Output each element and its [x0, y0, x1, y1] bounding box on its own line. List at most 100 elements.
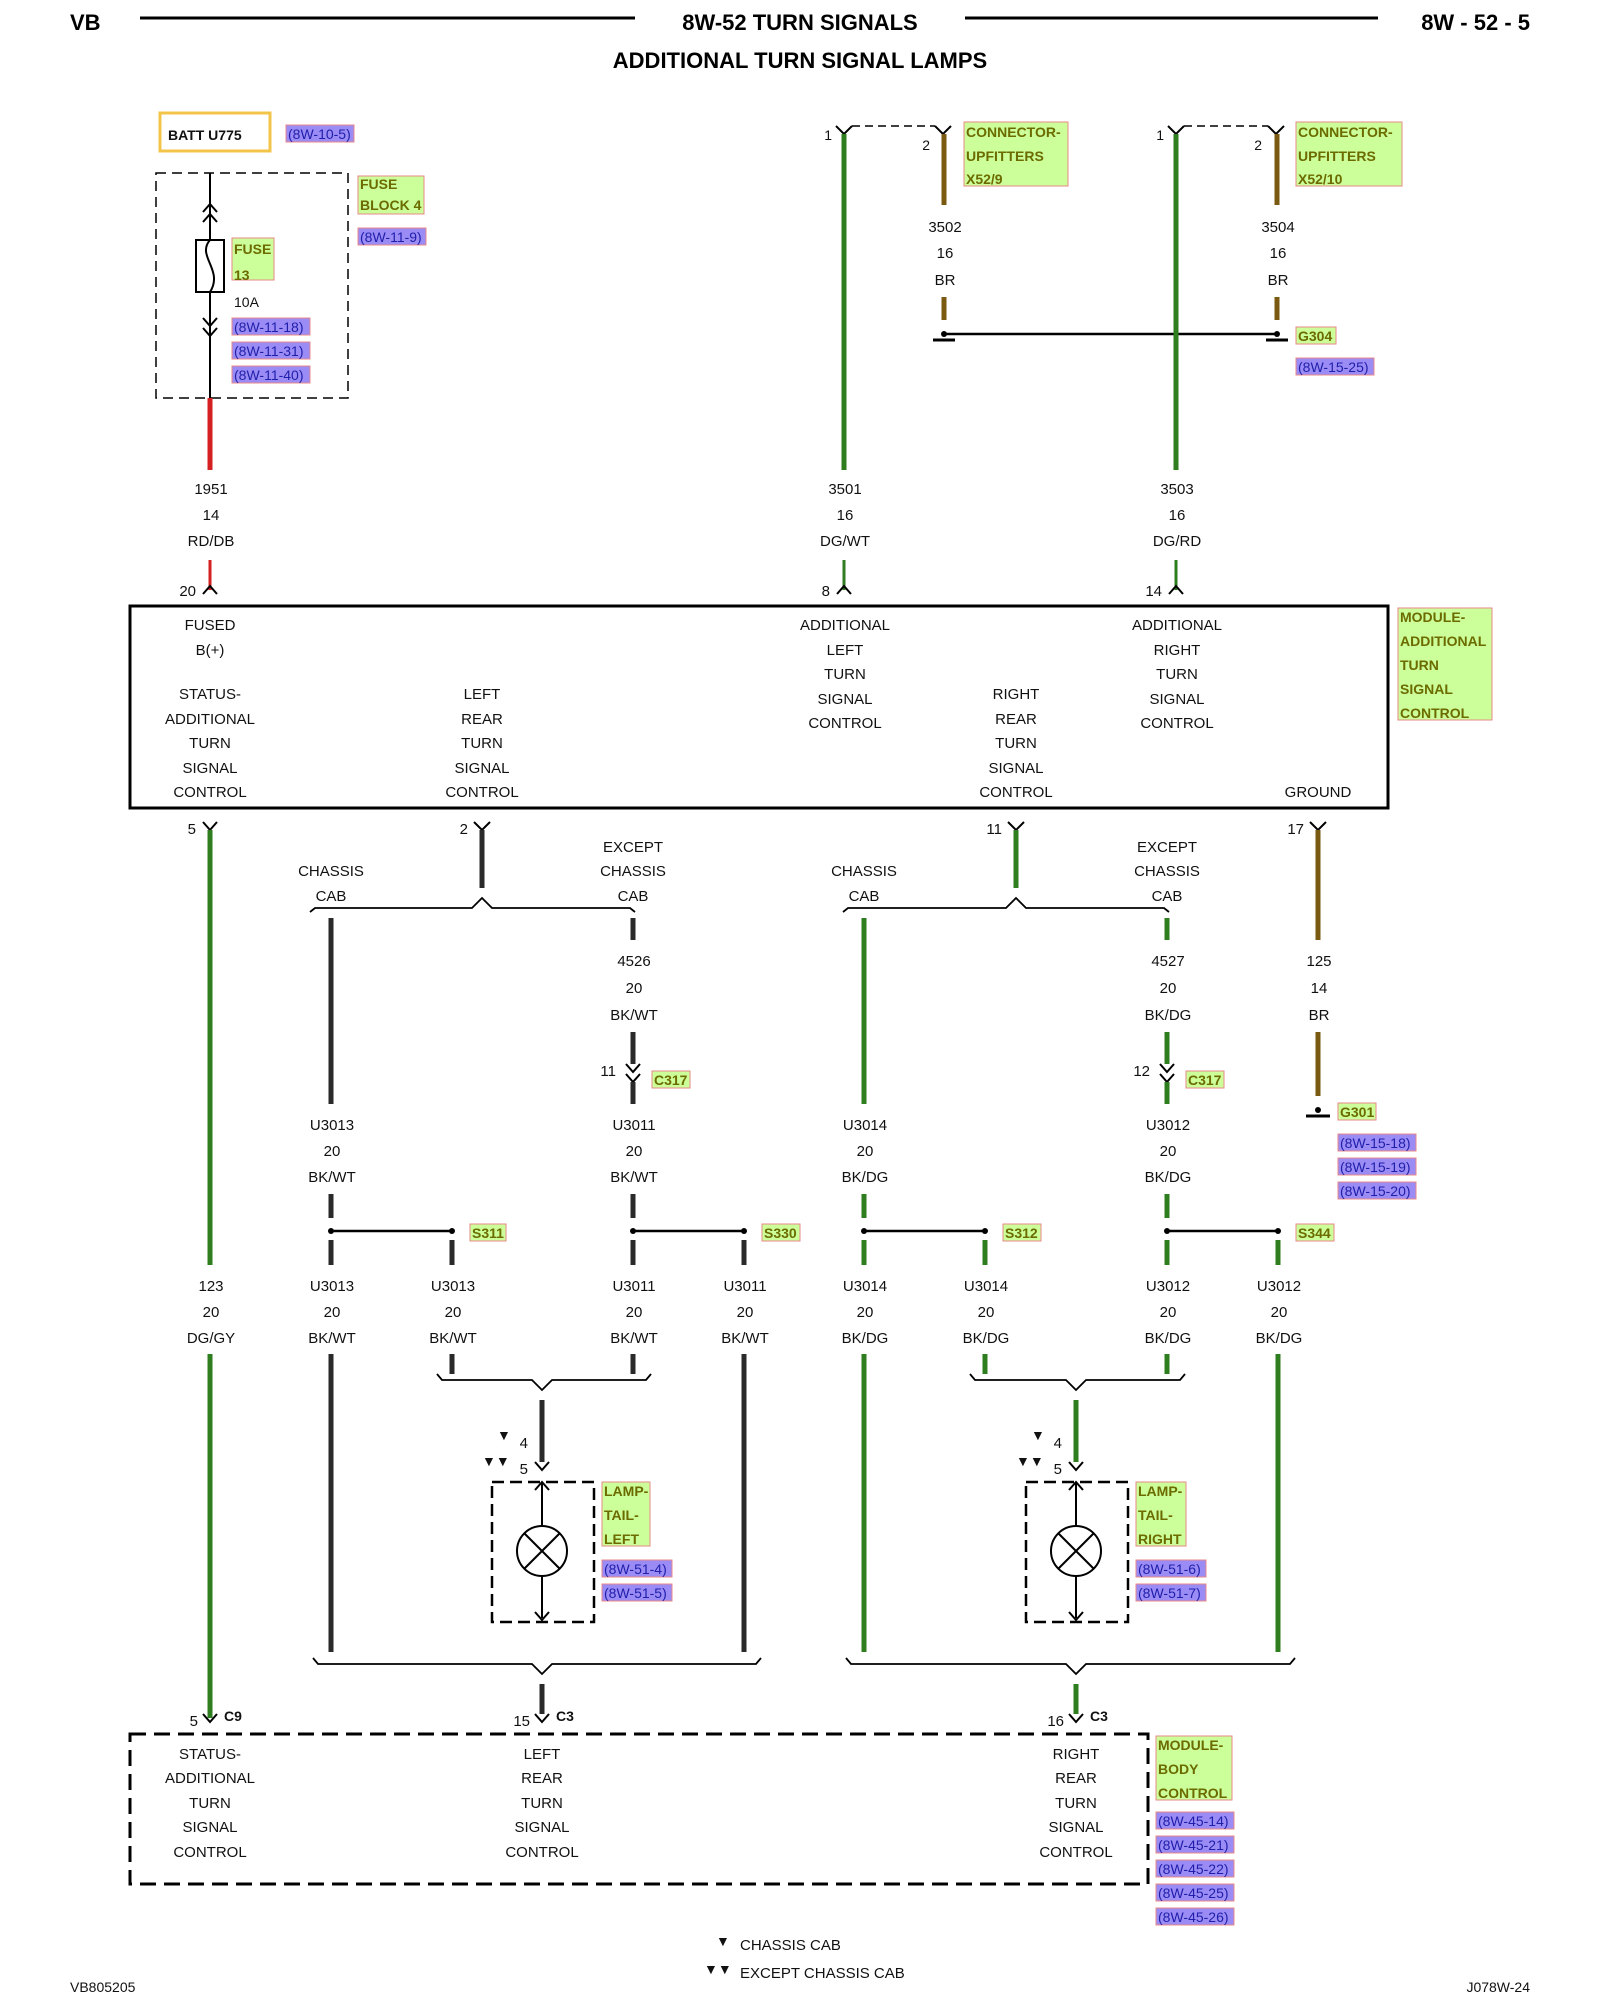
g301-ref-3[interactable]: (8W-15-20): [1340, 1183, 1411, 1199]
bcm-ref-2[interactable]: (8W-45-21): [1158, 1837, 1229, 1853]
u3012-b-color: BK/DG: [1145, 1330, 1192, 1347]
u3012-c-gauge: 20: [1271, 1304, 1288, 1321]
s311-dot-a: [328, 1228, 334, 1234]
mod-rightrear-1: RIGHT: [993, 686, 1040, 703]
u3012-a-color: BK/DG: [1145, 1169, 1192, 1186]
mod-addright-5: CONTROL: [1140, 715, 1213, 732]
bcm-ref-3[interactable]: (8W-45-22): [1158, 1861, 1229, 1877]
u3014-c-gauge: 20: [978, 1304, 995, 1321]
pin-14-connector: [1168, 584, 1184, 595]
s344-bg: [1295, 1223, 1335, 1242]
wire-125-gauge: 14: [1311, 980, 1328, 997]
mod-name-3: TURN: [1400, 657, 1439, 673]
lamp-right-label-2: TAIL-: [1138, 1507, 1173, 1523]
s330-dot-b: [741, 1228, 747, 1234]
lamp-left-ref-2[interactable]: (8W-51-5): [604, 1585, 667, 1601]
c3-right-connector: [1068, 1713, 1084, 1724]
bcm-rightrear-4: SIGNAL: [1048, 1819, 1103, 1836]
lamp-left-label-3: LEFT: [604, 1531, 639, 1547]
mod-leftrear-4: SIGNAL: [454, 760, 509, 777]
fuse-ref-2[interactable]: (8W-11-31): [234, 343, 304, 359]
lamp-left-ref-1[interactable]: (8W-51-4): [604, 1561, 667, 1577]
conn2-pin1-mark: [1167, 125, 1185, 136]
u3011-a-num: U3011: [612, 1117, 655, 1134]
lamp-left-label-bg: [601, 1481, 651, 1547]
lamp-right-ref-1[interactable]: (8W-51-6): [1138, 1561, 1201, 1577]
lamp-right-ref-2[interactable]: (8W-51-7): [1138, 1585, 1201, 1601]
mod-addleft-2: LEFT: [827, 642, 864, 659]
footer-right: J078W-24: [1466, 1979, 1530, 1995]
mod-leftrear-3: TURN: [461, 735, 503, 752]
mod-status-3: TURN: [189, 735, 231, 752]
mod-fused-2: B(+): [196, 642, 225, 659]
lr-except-1: EXCEPT: [603, 839, 663, 856]
wire-125-num: 125: [1306, 953, 1331, 970]
wire-3502-num: 3502: [928, 219, 961, 236]
mod-addleft-5: CONTROL: [808, 715, 881, 732]
c317-left-a: [625, 1063, 641, 1074]
pin-8-connector: [836, 584, 852, 595]
s311-bg: [469, 1223, 507, 1242]
s330-bg: [761, 1223, 801, 1242]
mod-addright-1: ADDITIONAL: [1132, 617, 1222, 634]
c3-left-pin: 15: [513, 1713, 530, 1730]
fuse-connector-top2: [202, 212, 218, 223]
lamp-right-pin5: 5: [1054, 1461, 1062, 1478]
mod-addleft-4: SIGNAL: [817, 691, 872, 708]
s312-bg: [1002, 1223, 1042, 1242]
batt-ref-bg: [285, 124, 355, 143]
g304-ref-bg: [1295, 357, 1375, 376]
fuse-block-ref[interactable]: (8W-11-9): [360, 229, 422, 245]
lr-chassis-2: CAB: [316, 888, 347, 905]
u3011-c-color: BK/WT: [721, 1330, 769, 1347]
bcm-ref-4[interactable]: (8W-45-25): [1158, 1885, 1229, 1901]
bcm-leftrear-4: SIGNAL: [514, 1819, 569, 1836]
s344-dot-b: [1275, 1228, 1281, 1234]
c317-left-b: [625, 1073, 641, 1084]
wire-4526-num: 4526: [617, 953, 650, 970]
fuse-block-outline: [155, 172, 349, 399]
batt-label: BATT U775: [168, 127, 242, 143]
u3012-a-num: U3012: [1146, 1117, 1190, 1134]
mod-addright-4: SIGNAL: [1149, 691, 1204, 708]
bcm-rightrear-1: RIGHT: [1053, 1746, 1100, 1763]
u3014-b-num: U3014: [843, 1278, 887, 1295]
wire-3501-num: 3501: [828, 481, 861, 498]
lamp-right-ref2-bg: [1135, 1583, 1207, 1602]
lr-except-3: CAB: [618, 888, 649, 905]
u3013-c-num: U3013: [431, 1278, 475, 1295]
bcm-ref-1[interactable]: (8W-45-14): [1158, 1813, 1229, 1829]
bcm-rightrear-2: REAR: [1055, 1770, 1097, 1787]
lamp-left-bulb-x2: [523, 1532, 561, 1570]
footer-left: VB805205: [70, 1979, 136, 1995]
u3014-b-color: BK/DG: [842, 1330, 889, 1347]
u3014-a-color: BK/DG: [842, 1169, 889, 1186]
lamp-right-bracket: [969, 1373, 1186, 1392]
bcm-ref-5[interactable]: (8W-45-26): [1158, 1909, 1229, 1925]
page-title: 8W-52 TURN SIGNALS: [682, 10, 917, 35]
g304-ref[interactable]: (8W-15-25): [1298, 359, 1369, 375]
u3013-b-gauge: 20: [324, 1304, 341, 1321]
wire-123-num: 123: [198, 1278, 223, 1295]
g301-ref-2[interactable]: (8W-15-19): [1340, 1159, 1411, 1175]
u3013-c-color: BK/WT: [429, 1330, 477, 1347]
wire-123-gauge: 20: [203, 1304, 220, 1321]
conn2-label-2: UPFITTERS: [1298, 148, 1376, 164]
legend-double-icon: ▼▼: [704, 1961, 732, 1977]
rr-chassis-1: CHASSIS: [831, 863, 897, 880]
conn2-pin2: 2: [1254, 137, 1262, 153]
mod-ground: GROUND: [1285, 784, 1352, 801]
wire-3503-color: DG/RD: [1153, 533, 1202, 550]
g301-ref-1[interactable]: (8W-15-18): [1340, 1135, 1411, 1151]
batt-ref[interactable]: (8W-10-5): [288, 126, 351, 142]
c317-left-label: C317: [654, 1072, 688, 1088]
u3012-b-num: U3012: [1146, 1278, 1190, 1295]
fuse-ref-1[interactable]: (8W-11-18): [234, 319, 304, 335]
bcm-leftrear-1: LEFT: [524, 1746, 561, 1763]
fuse-rating: 10A: [234, 294, 260, 310]
wire-3502-gauge: 16: [937, 245, 954, 262]
pin-20: 20: [179, 583, 196, 600]
fuse-ref-3[interactable]: (8W-11-40): [234, 367, 304, 383]
pin-11-connector: [1007, 821, 1025, 832]
mod-addright-3: TURN: [1156, 666, 1198, 683]
